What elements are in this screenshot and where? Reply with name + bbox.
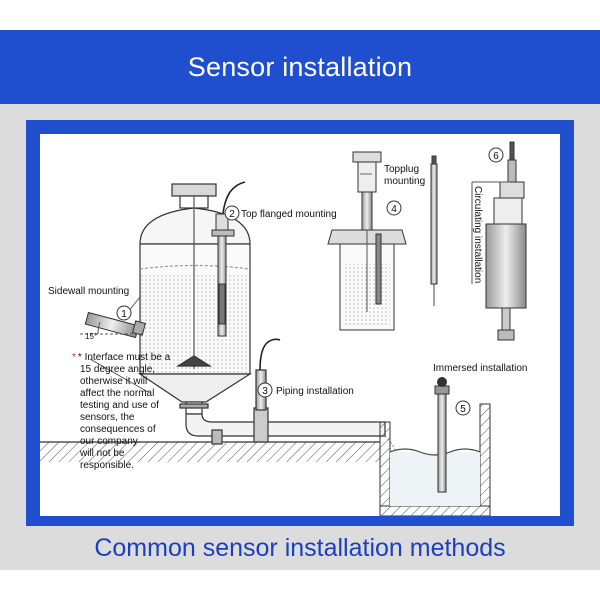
note-line: our company [80, 436, 138, 447]
badge-1 [116, 305, 132, 321]
diagram-panel: 1 2 3 4 5 6 Sidewall mounting 15° Top fl… [40, 134, 560, 516]
label-top-flanged: Top flanged mounting [241, 209, 337, 220]
open-channel [379, 377, 491, 516]
label-topplug-line2: mounting [384, 176, 425, 187]
caption-bar: Common sensor installation methods [0, 526, 600, 570]
tank-vessel [138, 183, 253, 415]
sidewall-sensor [80, 311, 146, 339]
note-line: responsible. [80, 460, 134, 471]
badge-4 [386, 200, 402, 216]
top-band [0, 0, 600, 30]
badge-3 [257, 382, 273, 398]
note-line: will not be [79, 448, 125, 459]
badge-3-text: 3 [262, 386, 268, 397]
page-title: Sensor installation [187, 51, 413, 82]
note-line: 15 degree angle, [80, 364, 155, 375]
topplug-reactor [327, 151, 438, 331]
badge-4-text: 4 [391, 204, 397, 215]
label-sidewall-mounting: Sidewall mounting [48, 286, 129, 297]
label-angle: 15° [85, 332, 97, 341]
badge-6-text: 6 [493, 151, 499, 162]
top-flanged-sensor [211, 181, 246, 337]
circulating-cell [471, 141, 527, 341]
note-line: sensors, the [80, 412, 135, 423]
note-line: ** Interface must be a [72, 352, 171, 363]
note-line: otherwise it will [80, 376, 147, 387]
number-badges: 1 2 3 4 5 6 [116, 147, 504, 416]
badge-6 [488, 147, 504, 163]
note-line: consequences of [80, 424, 156, 435]
badge-5 [455, 400, 471, 416]
ground [40, 441, 380, 462]
badge-5-text: 5 [460, 404, 466, 415]
warning-note: ** Interface must be a 15 degree angle, … [72, 352, 171, 471]
label-circulating: Circulating installation [472, 186, 483, 283]
installation-diagram: 1 2 3 4 5 6 Sidewall mounting 15° Top fl… [40, 141, 527, 516]
caption-text: Common sensor installation methods [94, 533, 506, 562]
badge-2-text: 2 [229, 209, 235, 220]
bottom-band [0, 570, 600, 600]
label-piping: Piping installation [276, 386, 354, 397]
header-banner: Sensor installation [0, 30, 600, 104]
label-immersed: Immersed installation [433, 363, 527, 374]
badge-2 [224, 205, 240, 221]
label-topplug-line1: Topplug [384, 164, 419, 175]
note-line: testing and use of [80, 400, 159, 411]
note-line: affect the normal [80, 388, 154, 399]
badge-1-text: 1 [121, 309, 127, 320]
